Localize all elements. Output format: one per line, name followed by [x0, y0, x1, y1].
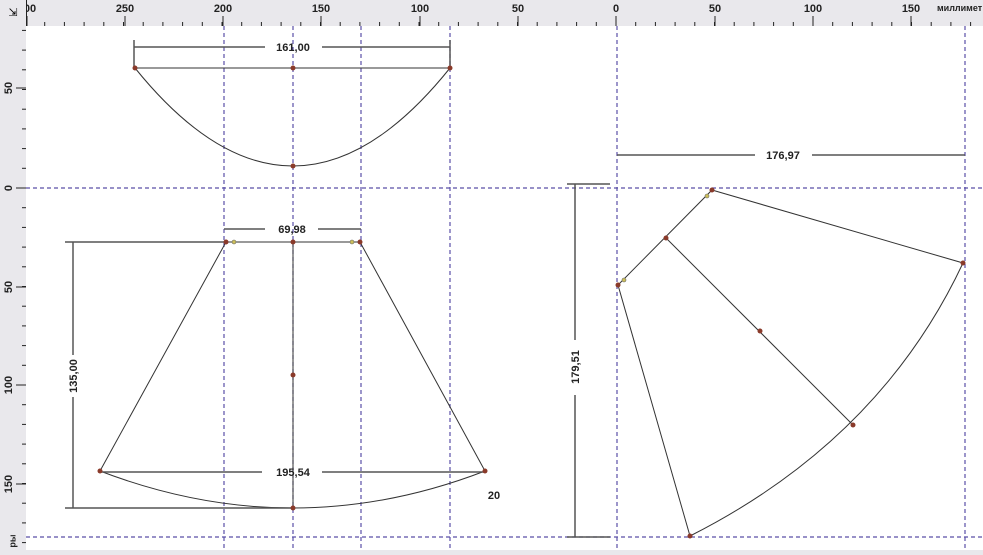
guidelines [26, 26, 983, 550]
top-arc-shape [133, 67, 452, 167]
ruler-unit-label: миллимет [937, 3, 983, 13]
waist-dimension[interactable]: 69,98 [278, 224, 306, 236]
right-height-dimension[interactable]: 179,51 [570, 350, 582, 384]
length-dimension[interactable]: 135,00 [68, 359, 80, 393]
right-panel-shape [617, 189, 964, 537]
drawing-canvas[interactable]: 161,00 69,98 135,00 195,54 20 176,97 179… [26, 26, 983, 550]
skirt-panel-shape [99, 241, 486, 509]
extra-dimension[interactable]: 20 [488, 490, 500, 502]
drawing: 161,00 69,98 135,00 195,54 20 176,97 179… [26, 26, 983, 550]
ruler-origin-icon[interactable]: ⇲ [0, 0, 26, 26]
horizontal-ruler[interactable] [0, 0, 983, 27]
hem-dimension[interactable]: 195,54 [276, 467, 311, 479]
top-width-dimension[interactable]: 161,00 [276, 42, 310, 54]
vertical-ruler-unit-label: ры [7, 534, 18, 548]
vertical-ruler[interactable] [0, 0, 27, 550]
right-width-dimension[interactable]: 176,97 [766, 150, 800, 162]
